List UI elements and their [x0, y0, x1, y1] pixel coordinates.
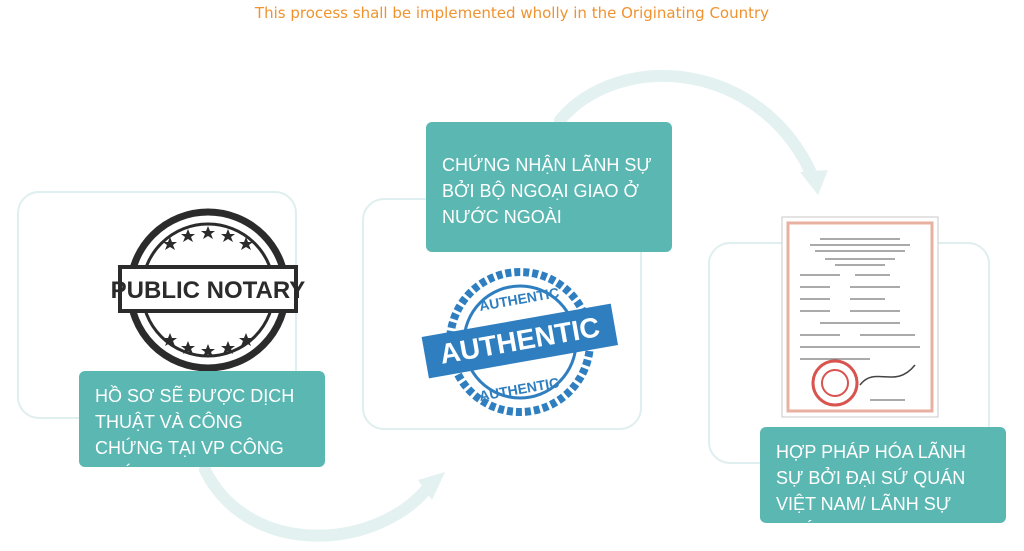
step-1-label: HỒ SƠ SẼ ĐƯỢC DỊCH THUẬT VÀ CÔNG CHỨNG T… [79, 371, 325, 484]
flow-arrow-1-to-2 [199, 464, 436, 542]
public-notary-stamp-icon: PUBLIC NOTARY [111, 208, 306, 372]
consular-document-icon [781, 216, 939, 418]
authentic-seal-icon: AUTHENTIC AUTHENTIC AUTHENTIC [421, 268, 619, 416]
notary-stamp-text: PUBLIC NOTARY [111, 277, 306, 304]
step-3-label: HỢP PHÁP HÓA LÃNH SỰ BỞI ĐẠI SỨ QUÁN VIỆ… [760, 427, 1006, 540]
arrowhead-2 [800, 170, 828, 195]
header-caption: This process shall be implemented wholly… [254, 4, 770, 22]
step-2-label: CHỨNG NHẬN LÃNH SỰ BỞI BỘ NGOẠI GIAO Ở N… [426, 122, 672, 252]
svg-text:AUTHENTIC: AUTHENTIC [478, 374, 560, 404]
arrowhead-1 [418, 472, 445, 500]
flow-arrow-2-to-3 [554, 69, 818, 181]
svg-text:AUTHENTIC: AUTHENTIC [478, 284, 560, 314]
